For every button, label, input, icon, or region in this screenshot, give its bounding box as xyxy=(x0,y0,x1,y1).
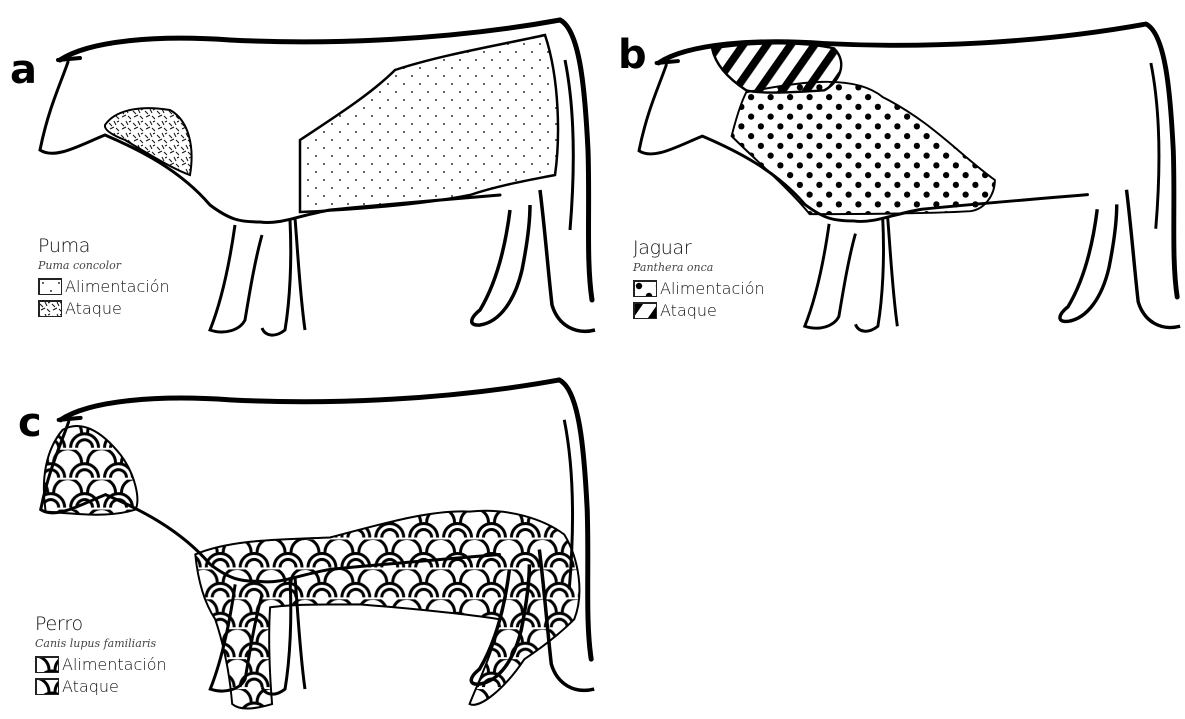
panel-puma: a Puma Puma concolor Alimentación Ataque xyxy=(0,0,600,360)
feeding-region xyxy=(732,82,995,214)
big-dots-swatch xyxy=(633,280,657,297)
body-region xyxy=(195,511,579,709)
legend: Puma Puma concolor Alimentación Ataque xyxy=(38,235,170,319)
common-name: Puma xyxy=(38,235,170,257)
attack-region xyxy=(712,43,841,92)
panel-letter: c xyxy=(18,403,42,443)
panel-letter: b xyxy=(618,35,647,75)
arcs-swatch xyxy=(35,656,59,673)
legend-item-attack: Ataque xyxy=(35,675,167,697)
panel-dog: c Perro Canis lupus familiaris Alimentac… xyxy=(0,360,600,719)
scientific-name: Puma concolor xyxy=(38,257,170,275)
arcs-swatch xyxy=(35,678,59,695)
common-name: Jaguar xyxy=(633,237,765,259)
legend-item-feeding: Alimentación xyxy=(35,653,167,675)
legend-item-feeding: Alimentación xyxy=(633,277,765,299)
scientific-name: Panthera onca xyxy=(633,259,765,277)
legend-label: Alimentación xyxy=(660,279,765,298)
legend-label: Alimentación xyxy=(62,655,167,674)
common-name: Perro xyxy=(35,613,167,635)
panel-jaguar: b Jaguar Panthera onca Alimentación Ataq… xyxy=(600,0,1185,360)
scientific-name: Canis lupus familiaris xyxy=(35,635,167,653)
legend-item-feeding: Alimentación xyxy=(38,275,170,297)
legend-label: Ataque xyxy=(62,677,119,696)
legend: Jaguar Panthera onca Alimentación Ataque xyxy=(633,237,765,321)
legend-label: Alimentación xyxy=(65,277,170,296)
scribble-swatch xyxy=(38,300,62,317)
legend-label: Ataque xyxy=(65,299,122,318)
legend-item-attack: Ataque xyxy=(633,299,765,321)
legend-item-attack: Ataque xyxy=(38,297,170,319)
sparse-dots-swatch xyxy=(38,278,62,295)
panel-letter: a xyxy=(10,50,37,90)
diagonal-stripes-swatch xyxy=(633,302,657,319)
feeding-region xyxy=(300,35,558,212)
legend: Perro Canis lupus familiaris Alimentació… xyxy=(35,613,167,697)
legend-label: Ataque xyxy=(660,301,717,320)
